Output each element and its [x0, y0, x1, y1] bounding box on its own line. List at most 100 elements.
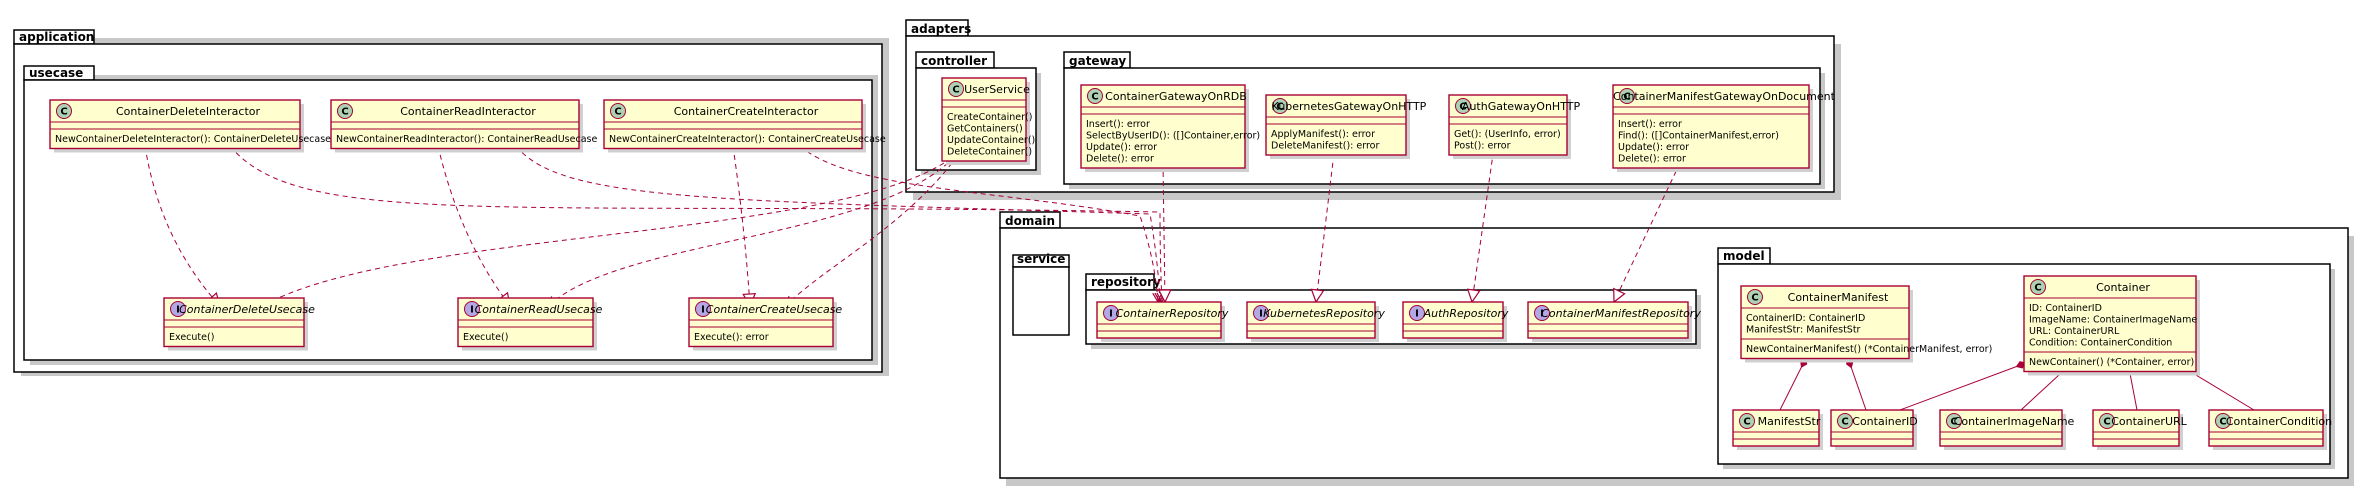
badge-letter: C: [2034, 283, 2041, 294]
class-name: ContainerManifestGatewayOnDocument: [1613, 90, 1836, 103]
class-method: Find(): ([]ContainerManifest,error): [1618, 131, 1779, 142]
class-name: ContainerReadUsecase: [475, 303, 603, 316]
class-name: ContainerManifestRepository: [1541, 307, 1701, 320]
class-name: ContainerRepository: [1116, 307, 1229, 320]
badge-letter: I: [1415, 309, 1419, 320]
class-field: ManifestStr: ManifestStr: [1746, 325, 1861, 336]
package-domain-label: domain: [1005, 214, 1055, 228]
realization-manifest-gateway-repository: [1614, 162, 1681, 302]
class-method: NewContainerManifest() (*ContainerManife…: [1746, 344, 1992, 355]
badge-letter: C: [1459, 102, 1466, 113]
class-name: ContainerManifest: [1788, 291, 1889, 304]
badge-letter: C: [2219, 417, 2226, 428]
class-method: NewContainerDeleteInteractor(): Containe…: [55, 134, 331, 145]
package-model-label: model: [1723, 249, 1765, 263]
class-method: ApplyManifest(): error: [1271, 129, 1375, 140]
badge-letter: I: [470, 305, 474, 316]
class-field: Condition: ContainerCondition: [2029, 338, 2172, 349]
classes-layer: C ContainerDeleteInteractorNewContainerDe…: [49, 77, 2332, 450]
composition-container-containerid: [1899, 361, 2027, 411]
class-field: ContainerID: ContainerID: [1746, 313, 1865, 324]
class-name: ContainerGatewayOnRDB: [1105, 90, 1247, 103]
realization-delete-interactor-usecase: [144, 145, 220, 306]
badge-letter: C: [1623, 92, 1630, 103]
class-method: DeleteManifest(): error: [1271, 141, 1379, 152]
class-container-id[interactable]: C ContainerID: [1830, 409, 1918, 450]
dependency-userservice-create-usecase: [786, 162, 953, 306]
dependency-userservice-delete-usecase: [262, 162, 945, 306]
dependency-create-interactor-repository: [799, 145, 1158, 302]
class-name: Container: [2096, 281, 2150, 294]
class-badge-icon: [948, 81, 964, 97]
class-name: AuthGatewayOnHTTP: [1462, 100, 1581, 113]
class-gateway-k8s[interactable]: CKubernetesGatewayOnHTTPApplyManifest():…: [1265, 94, 1427, 159]
package-usecase-label: usecase: [29, 66, 83, 80]
class-name: ContainerCreateUsecase: [706, 303, 843, 316]
class-name: ContainerID: [1852, 415, 1917, 428]
badge-letter: I: [1109, 309, 1113, 320]
class-method: NewContainerReadInteractor(): ContainerR…: [336, 134, 597, 145]
class-badge-icon: [1837, 413, 1853, 429]
class-method: Delete(): error: [1086, 154, 1154, 165]
badge-letter: C: [1841, 417, 1848, 428]
relations-layer: [144, 132, 2255, 411]
class-name: ContainerDeleteUsecase: [179, 303, 315, 316]
interface-badge-icon: [170, 301, 186, 317]
badge-letter: C: [1743, 417, 1750, 428]
class-method: UpdateContainer(): [947, 135, 1035, 146]
package-application-label: application: [19, 30, 94, 44]
class-badge-icon: [1747, 289, 1763, 305]
class-manifest-str[interactable]: C ManifestStr: [1732, 409, 1823, 450]
badge-letter: C: [2103, 417, 2110, 428]
class-name: ManifestStr: [1758, 415, 1821, 428]
package-service-label: service: [1017, 252, 1065, 266]
composition-manifest-manifeststr: [1779, 357, 1808, 411]
class-delete-interactor[interactable]: C ContainerDeleteInteractorNewContainerDe…: [49, 99, 331, 153]
package-controller-label: controller: [921, 54, 987, 68]
class-name: KubernetesGatewayOnHTTP: [1272, 100, 1427, 113]
class-badge-icon: [2215, 413, 2231, 429]
class-method: NewContainerCreateInteractor(): Containe…: [609, 134, 886, 145]
badge-letter: C: [60, 107, 67, 118]
class-method: Insert(): error: [1618, 119, 1682, 130]
class-badge-icon: [2099, 413, 2115, 429]
composition-manifest-containerid: [1845, 357, 1867, 411]
class-gateway-manifest[interactable]: CContainerManifestGatewayOnDocumentInser…: [1612, 84, 1836, 172]
dependency-delete-interactor-repository: [229, 145, 1162, 302]
badge-letter: I: [176, 305, 180, 316]
class-badge-icon: [337, 103, 353, 119]
badge-letter: C: [614, 107, 621, 118]
class-name: ContainerDeleteInteractor: [116, 105, 261, 118]
class-method: Insert(): error: [1086, 119, 1150, 130]
class-method: Update(): error: [1086, 142, 1157, 153]
realization-auth-gateway-repository: [1472, 132, 1497, 302]
class-field: ImageName: ContainerImageName: [2029, 315, 2197, 326]
class-method: CreateContainer(): [947, 112, 1032, 123]
class-method: Execute(): [169, 332, 214, 343]
class-name: ContainerImageName: [1954, 415, 2075, 428]
interface-badge-icon: [1103, 305, 1119, 321]
interface-badge-icon: [1534, 305, 1550, 321]
badge-letter: I: [1259, 309, 1263, 320]
badge-letter: C: [1751, 293, 1758, 304]
badge-letter: C: [1091, 92, 1098, 103]
interface-badge-icon: [1253, 305, 1269, 321]
